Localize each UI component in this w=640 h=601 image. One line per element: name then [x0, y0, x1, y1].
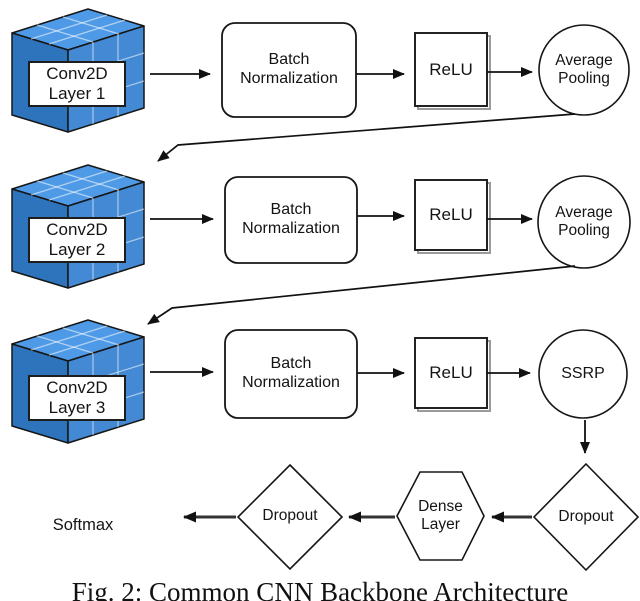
figure-caption: Fig. 2: Common CNN Backbone Architecture: [71, 577, 569, 601]
relu-2-box: [414, 179, 488, 251]
avg-pool-1-circle: [538, 24, 630, 116]
conv2d-layer-2-cube: [11, 164, 145, 289]
avg-pool-2-circle: [537, 175, 631, 269]
arrow-pool2-to-conv3: [147, 265, 576, 325]
dense-layer-hexagon: [396, 471, 485, 561]
ssrp-circle: [538, 329, 628, 419]
conv2d-layer-3-cube: [11, 319, 145, 444]
batch-norm-2-box: [224, 176, 358, 264]
batch-norm-3-box: [224, 329, 358, 419]
relu-1-box: [414, 32, 488, 107]
dropout-right-diamond: [532, 462, 640, 572]
arrow-pool1-to-conv2: [157, 113, 576, 162]
relu-3-box: [414, 337, 488, 409]
conv2d-layer-1-cube: [11, 8, 145, 133]
dropout-left-diamond: [236, 463, 344, 571]
batch-norm-1-box: [221, 22, 357, 118]
